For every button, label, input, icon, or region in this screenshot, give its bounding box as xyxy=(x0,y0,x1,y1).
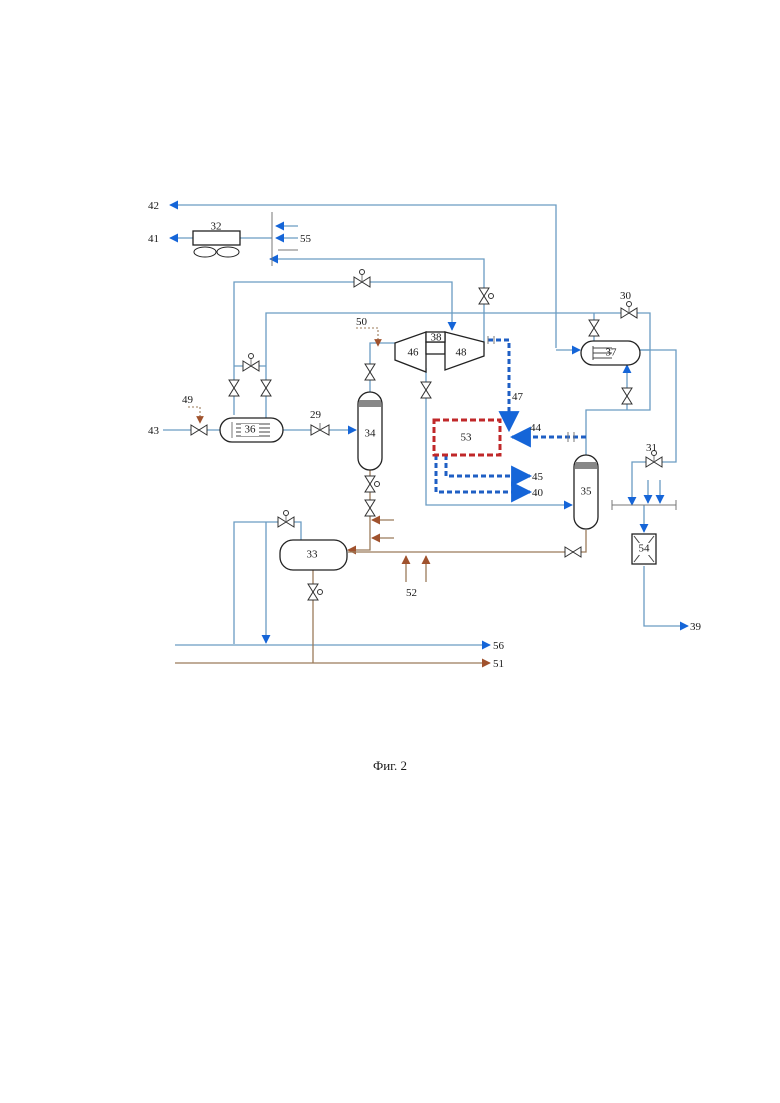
valve-43 xyxy=(191,425,207,435)
label-45: 45 xyxy=(532,471,544,483)
valve-29 xyxy=(311,423,329,435)
valve-34-top xyxy=(365,364,375,380)
valve-46 xyxy=(421,382,431,398)
valve-top-loop xyxy=(354,270,370,288)
equipment-53-unit: 53 xyxy=(434,420,500,455)
pipe-31 xyxy=(632,350,676,505)
label-53: 53 xyxy=(461,432,473,444)
valve-30 xyxy=(621,302,637,319)
equipment-32-air-cooler: 32 xyxy=(193,221,240,257)
pipe-40 xyxy=(436,455,530,492)
equipment-37-vessel: 37 xyxy=(581,341,640,365)
pipe-39 xyxy=(644,566,688,626)
label-31: 31 xyxy=(646,442,657,454)
equipment-54-tank: 54 xyxy=(632,534,656,564)
label-52: 52 xyxy=(406,587,417,599)
steam-pipelines xyxy=(175,328,586,663)
equipment-36-heat-exchanger: 36 xyxy=(220,418,283,442)
label-34: 34 xyxy=(365,428,377,440)
pipe-47 xyxy=(488,340,509,430)
label-55: 55 xyxy=(300,233,312,245)
valve-37-bottom xyxy=(622,388,632,404)
label-29: 29 xyxy=(310,409,322,421)
label-44: 44 xyxy=(530,422,542,434)
equipment-33-drum: 33 xyxy=(280,540,347,570)
valve-35-bottom xyxy=(565,547,581,557)
label-54: 54 xyxy=(639,543,651,555)
label-37: 37 xyxy=(606,347,618,359)
label-47: 47 xyxy=(512,391,524,403)
label-39: 39 xyxy=(690,621,702,633)
label-51: 51 xyxy=(493,658,504,670)
pipe-37-to-35 xyxy=(586,350,650,455)
valve-34-bottom-b xyxy=(365,500,375,516)
pipe-45 xyxy=(446,455,530,476)
pipe-49 xyxy=(188,407,200,423)
label-36: 36 xyxy=(245,424,257,436)
label-40: 40 xyxy=(532,487,544,499)
label-48: 48 xyxy=(456,347,468,359)
label-30: 30 xyxy=(620,290,632,302)
label-49: 49 xyxy=(182,394,194,406)
valve-36-bridge xyxy=(243,354,259,372)
label-32: 32 xyxy=(211,221,222,233)
label-38: 38 xyxy=(431,332,443,344)
header-54 xyxy=(612,480,676,510)
valve-36-left xyxy=(229,380,239,396)
valve-33-top xyxy=(278,511,294,528)
header-55 xyxy=(272,212,298,266)
pipe-34-top xyxy=(370,343,395,392)
valve-34-bottom-a xyxy=(365,476,380,492)
equipment-46-48-turbine: 46 38 48 xyxy=(395,332,484,372)
equipment-34-column: 34 xyxy=(358,392,382,470)
valve-33-bottom xyxy=(308,584,323,600)
valve-36-right xyxy=(261,380,271,396)
label-50: 50 xyxy=(356,316,368,328)
valve-484 xyxy=(479,288,494,304)
equipment-35-column: 35 xyxy=(574,455,598,529)
label-35: 35 xyxy=(581,486,593,498)
pipe-34-bottom xyxy=(348,470,370,550)
label-46: 46 xyxy=(408,347,420,359)
figure-caption: Фиг. 2 xyxy=(0,758,780,774)
pipe-35-bottom xyxy=(348,530,586,552)
valve-37-top xyxy=(589,320,599,336)
label-41: 41 xyxy=(148,233,159,245)
label-43: 43 xyxy=(148,425,160,437)
label-33: 33 xyxy=(307,549,319,561)
label-42: 42 xyxy=(148,200,159,212)
label-56: 56 xyxy=(493,640,505,652)
